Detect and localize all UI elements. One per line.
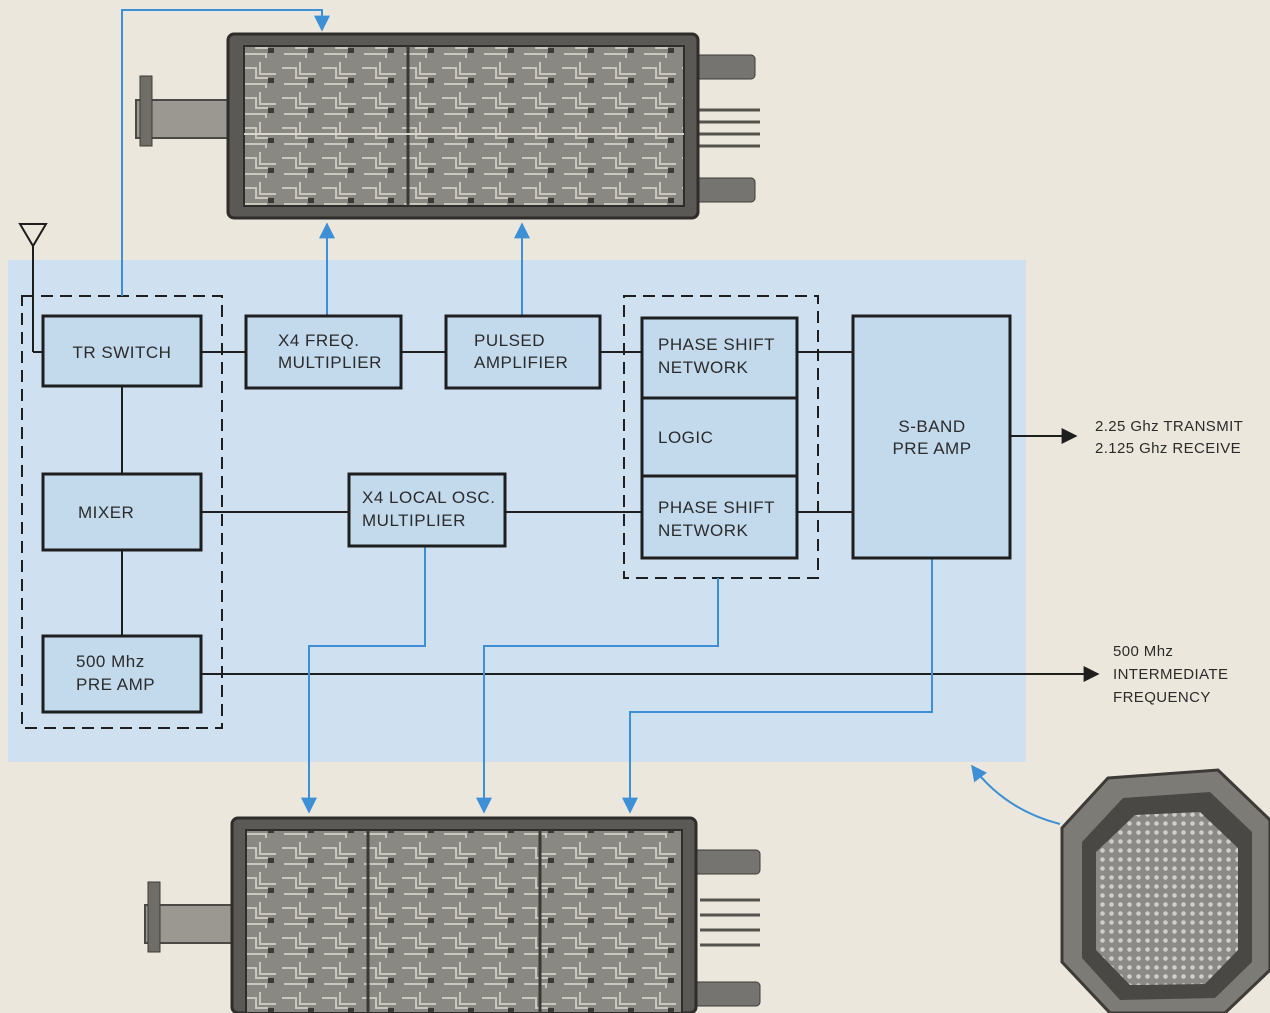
antenna-icon [20,224,46,246]
if-output-label: 500 Mhz INTERMEDIATE FREQUENCY [1113,643,1228,706]
octagonal-antenna-array-photo [1062,770,1270,1013]
tr-switch-label: TR SWITCH [73,343,172,362]
x4-freq-multiplier-block: X4 FREQ. MULTIPLIER [246,316,401,388]
pulsed-amp-label-line2: AMPLIFIER [474,353,568,372]
pulsed-amp-label-line1: PULSED [474,331,545,350]
if-output-line3: FREQUENCY [1113,689,1211,706]
x4-local-label-line2: MULTIPLIER [362,511,466,530]
x4-local-label-line1: X4 LOCAL OSC. [362,488,495,507]
rf-output-line1: 2.25 Ghz TRANSMIT [1095,418,1243,435]
mixer-block: MIXER [43,474,201,550]
500mhz-pre-amp-block: 500 Mhz PRE AMP [43,636,201,712]
pre-amp-500-line1: 500 Mhz [76,652,145,671]
x4-local-osc-multiplier-block: X4 LOCAL OSC. MULTIPLIER [349,474,505,546]
pre-amp-500-line2: PRE AMP [76,675,155,694]
tr-switch-block: TR SWITCH [43,316,201,386]
if-output-line2: INTERMEDIATE [1113,666,1228,683]
rf-output-label: 2.25 Ghz TRANSMIT 2.125 Ghz RECEIVE [1095,418,1243,457]
circuit-module-photo-bottom [145,818,760,1013]
circuit-module-photo-top [136,34,760,218]
phase-shift-bottom-line2: NETWORK [658,521,749,540]
pulsed-amplifier-block: PULSED AMPLIFIER [446,316,600,388]
x4-freq-label-line1: X4 FREQ. [278,331,359,350]
phase-shift-top-line2: NETWORK [658,358,749,377]
x4-freq-label-line2: MULTIPLIER [278,353,382,372]
rf-output-line2: 2.125 Ghz RECEIVE [1095,440,1241,457]
if-output-line1: 500 Mhz [1113,643,1173,660]
phase-shift-top-line1: PHASE SHIFT [658,335,775,354]
s-band-label-line2: PRE AMP [892,439,971,458]
s-band-pre-amp-block: S-BAND PRE AMP [853,316,1010,558]
mixer-label: MIXER [78,503,134,522]
logic-block: LOGIC [658,428,713,447]
s-band-label-line1: S-BAND [898,417,965,436]
logic-label: LOGIC [658,428,713,447]
phase-shift-bottom-line1: PHASE SHIFT [658,498,775,517]
